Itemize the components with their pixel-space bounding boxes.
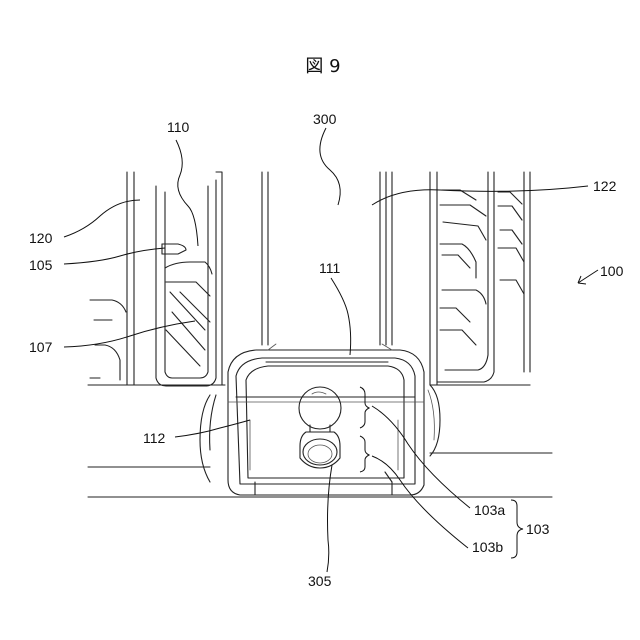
label-100: 100: [600, 263, 624, 279]
label-112: 112: [143, 430, 166, 446]
label-111: 111: [319, 260, 340, 276]
label-122: 122: [593, 178, 617, 194]
middle-channel-drawing: [262, 172, 392, 345]
label-120: 120: [29, 230, 53, 246]
left-rack-drawing: [90, 172, 225, 386]
right-rack-drawing: [430, 172, 530, 385]
knob-305-drawing: [299, 387, 341, 468]
label-110: 110: [167, 119, 190, 135]
figure-title: 図 9: [305, 56, 340, 77]
label-103a: 103a: [474, 502, 505, 518]
label-300: 300: [313, 111, 337, 127]
label-105: 105: [29, 257, 53, 273]
label-305: 305: [308, 573, 332, 589]
label-103: 103: [526, 521, 550, 537]
label-107: 107: [29, 339, 53, 355]
label-103b: 103b: [472, 539, 503, 555]
